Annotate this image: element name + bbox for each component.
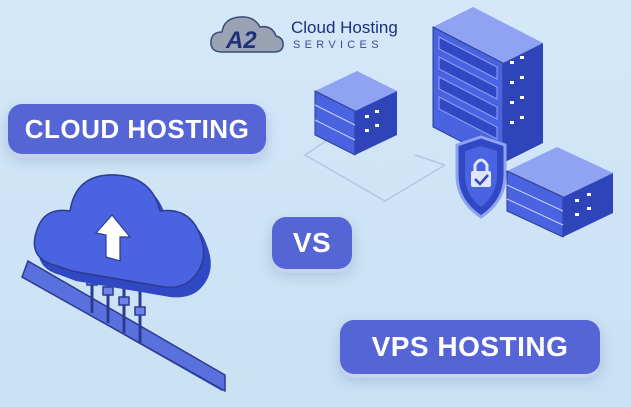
server-rack-illustration bbox=[303, 7, 613, 238]
server-tower bbox=[432, 7, 543, 164]
cloud-hosting-label: CLOUD HOSTING bbox=[8, 104, 266, 154]
vs-label: VS bbox=[272, 217, 352, 269]
logo-title: Cloud Hosting bbox=[291, 18, 398, 37]
upload-arrow-icon bbox=[94, 214, 132, 262]
server-small-right bbox=[506, 147, 613, 238]
server-small-left bbox=[314, 71, 397, 156]
cloud-logo-icon: A2 bbox=[210, 16, 284, 54]
logo-mark: A2 bbox=[225, 27, 257, 54]
cloud-upload-illustration bbox=[21, 174, 226, 393]
logo-subtitle: SERVICES bbox=[293, 39, 383, 51]
vps-hosting-label: VPS HOSTING bbox=[340, 320, 600, 374]
shield-lock-icon bbox=[455, 135, 507, 219]
brand-logo: A2 Cloud Hosting SERVICES bbox=[208, 8, 408, 60]
